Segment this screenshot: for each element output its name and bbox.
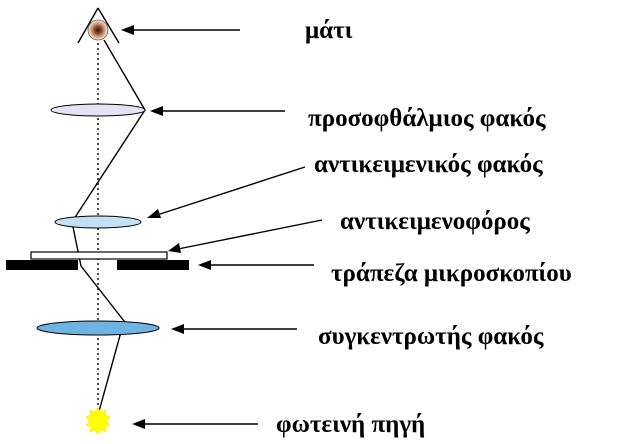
label-condenser-lens: συγκεντρωτής φακός <box>318 323 544 350</box>
arrow-objective-lens <box>147 166 306 218</box>
arrow-stage <box>198 260 314 270</box>
arrow-slide <box>168 219 323 253</box>
condenser-lens <box>36 320 160 336</box>
arrow-condenser-lens <box>171 324 297 334</box>
label-slide: αντικειμενοφόρος <box>340 208 530 235</box>
arrow-eyepiece-lens <box>150 106 285 116</box>
eye-icon <box>77 7 120 44</box>
eyepiece-lens <box>50 103 146 117</box>
arrow-light-source <box>132 419 258 429</box>
label-eye: μάτι <box>305 17 353 44</box>
specimen-slide <box>30 251 168 260</box>
objective-lens <box>54 215 142 229</box>
label-stage: τράπεζα μικροσκοπίου <box>331 260 572 287</box>
light-ray-path <box>71 39 146 416</box>
label-light-source: φωτεινή πηγή <box>276 411 425 438</box>
label-eyepiece-lens: προσοφθάλμιος φακός <box>308 105 546 132</box>
sun-icon <box>85 407 111 435</box>
microscope-stage-right <box>117 260 189 270</box>
label-objective-lens: αντικειμενικός φακός <box>314 151 543 178</box>
arrow-eye <box>121 25 240 35</box>
microscope-stage-left <box>6 260 78 270</box>
